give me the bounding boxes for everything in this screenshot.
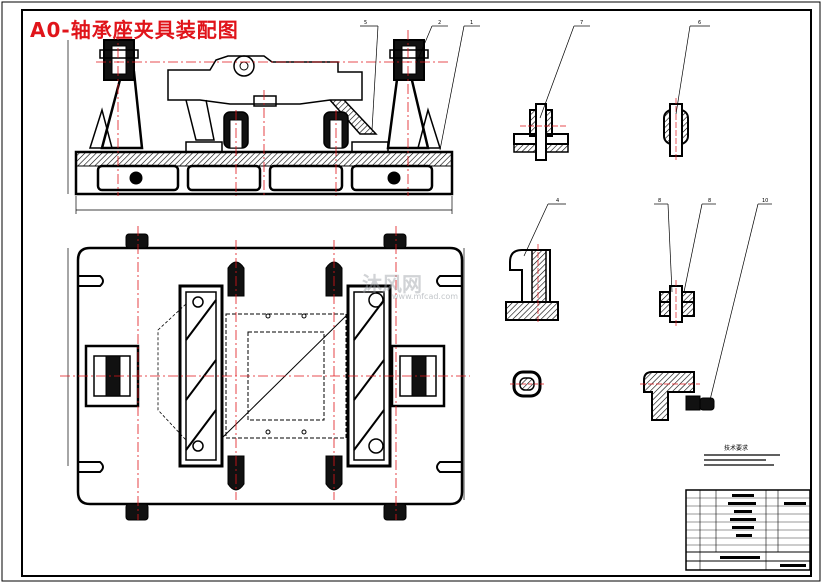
balloon-label: 10 — [762, 198, 768, 204]
tech-requirements-notes — [704, 454, 780, 466]
title-block — [685, 489, 811, 571]
detail-view-10 — [640, 371, 715, 421]
balloon-label: 8 — [708, 198, 711, 204]
tech-requirements-heading: 技术要求 — [724, 445, 749, 452]
balloon-label: 7 — [580, 20, 583, 26]
frame-border — [21, 9, 812, 577]
watermark-logo: 沐风网 — [362, 272, 422, 296]
balloon-labels: 5 2 1 7 6 4 8 8 10 — [364, 20, 768, 204]
leader-lines — [360, 25, 772, 401]
detail-view-6 — [663, 98, 689, 160]
balloon-label: 4 — [556, 198, 559, 204]
balloon-label: 2 — [438, 20, 441, 26]
front-view-centerlines — [96, 30, 448, 196]
watermark-url: www.mfcad.com — [392, 292, 459, 301]
drawing-title: A0-轴承座夹具装配图 — [30, 18, 239, 42]
detail-view-section — [510, 370, 544, 398]
balloon-label: 8 — [658, 198, 661, 204]
detail-view-7 — [513, 103, 569, 161]
balloon-label: 6 — [698, 20, 701, 26]
detail-view-8 — [659, 280, 695, 326]
front-view — [67, 39, 454, 214]
detail-view-4 — [505, 244, 559, 324]
top-view-centerlines — [60, 226, 470, 520]
balloon-label: 5 — [364, 20, 367, 26]
balloon-label: 1 — [470, 20, 473, 26]
